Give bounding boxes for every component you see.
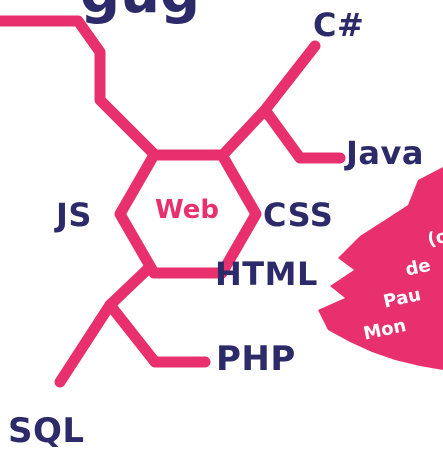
label-sql: SQL [8,411,85,451]
line-php [104,299,211,368]
blob-line-2: de [403,254,433,281]
web-hexagon [114,149,262,279]
label-csharp: C# [313,6,365,44]
label-html: HTML [215,255,318,293]
pink-blob [318,167,443,370]
title-fragment: gug [80,0,200,22]
center-label: Web [155,195,219,225]
label-java: Java [346,134,424,172]
line-topleft [0,15,164,164]
label-css: CSS [263,196,334,234]
blob-line-1: (o [425,225,443,251]
line-csharp [214,40,321,164]
line-java [259,104,346,164]
label-php: PHP [216,339,296,379]
line-sql [54,259,158,388]
label-js: JS [56,196,92,234]
